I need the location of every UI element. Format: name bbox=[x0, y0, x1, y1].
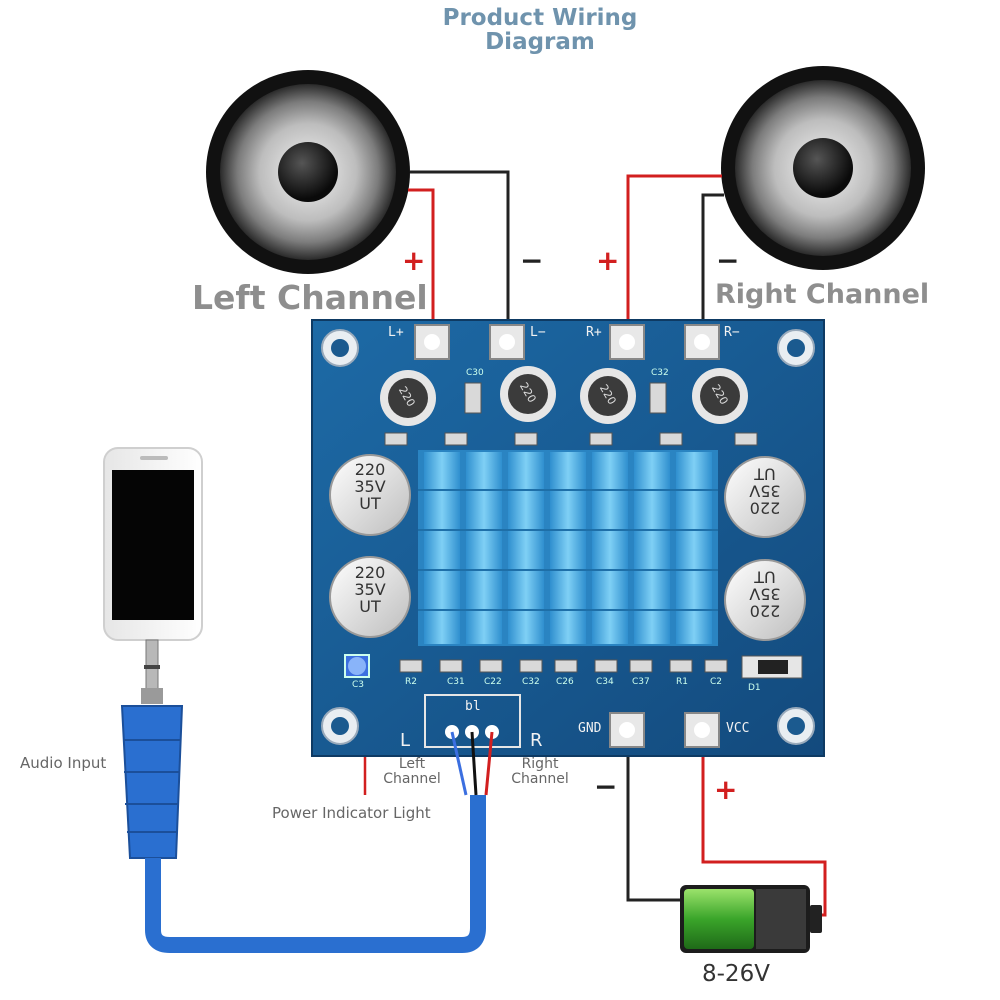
input-label-r: R bbox=[530, 730, 543, 751]
part-c32: C32 bbox=[522, 677, 540, 687]
part-c31: C31 bbox=[447, 677, 465, 687]
part-c26: C26 bbox=[556, 677, 574, 687]
power-indicator-label: Power Indicator Light bbox=[272, 804, 431, 822]
part-c2: C2 bbox=[710, 677, 723, 687]
terminal-label-l-minus: L− bbox=[530, 325, 546, 340]
part-r2: R2 bbox=[405, 677, 417, 687]
right-minus-sign: − bbox=[716, 244, 740, 277]
part-d1: D1 bbox=[748, 683, 761, 693]
title-line-2: Diagram bbox=[485, 29, 595, 56]
terminal-label-r-minus: R− bbox=[724, 325, 740, 340]
part-c22: C22 bbox=[484, 677, 502, 687]
diagram-title: Product Wiring Diagram bbox=[390, 6, 690, 54]
title-line-1: Product Wiring bbox=[442, 5, 638, 31]
part-c37: C37 bbox=[632, 677, 650, 687]
battery-voltage-label: 8-26V bbox=[702, 961, 770, 987]
speaker-wires bbox=[408, 170, 724, 330]
part-c30: C30 bbox=[466, 368, 484, 378]
input-header-label: bl bbox=[465, 699, 481, 714]
left-plus-sign: + bbox=[402, 244, 426, 277]
left-channel-label: Left Channel bbox=[192, 278, 428, 317]
part-r1: R1 bbox=[676, 677, 688, 687]
right-channel-label: Right Channel bbox=[715, 279, 930, 310]
right-channel-wire-label: Right Channel bbox=[511, 756, 569, 787]
heatsink bbox=[418, 450, 718, 646]
left-minus-sign: − bbox=[520, 244, 544, 277]
right-speaker bbox=[721, 66, 925, 270]
input-label-l: L bbox=[400, 730, 411, 751]
part-c32-top: C32 bbox=[651, 368, 669, 378]
amplifier-board bbox=[311, 319, 825, 757]
left-channel-wire-label: Left Channel bbox=[383, 756, 441, 787]
left-speaker bbox=[206, 70, 410, 274]
power-minus-sign: − bbox=[594, 770, 618, 803]
terminal-label-vcc: VCC bbox=[726, 721, 750, 736]
right-plus-sign: + bbox=[596, 244, 620, 277]
power-plus-sign: + bbox=[714, 773, 738, 806]
audio-input-label: Audio Input bbox=[20, 754, 107, 772]
battery bbox=[680, 885, 822, 953]
phone bbox=[103, 447, 203, 641]
part-c3: C3 bbox=[352, 680, 365, 690]
part-c34: C34 bbox=[596, 677, 614, 687]
terminal-label-r-plus: R+ bbox=[586, 325, 602, 340]
terminal-label-l-plus: L+ bbox=[388, 325, 404, 340]
audio-cable bbox=[120, 639, 494, 953]
terminal-label-gnd: GND bbox=[578, 721, 602, 736]
